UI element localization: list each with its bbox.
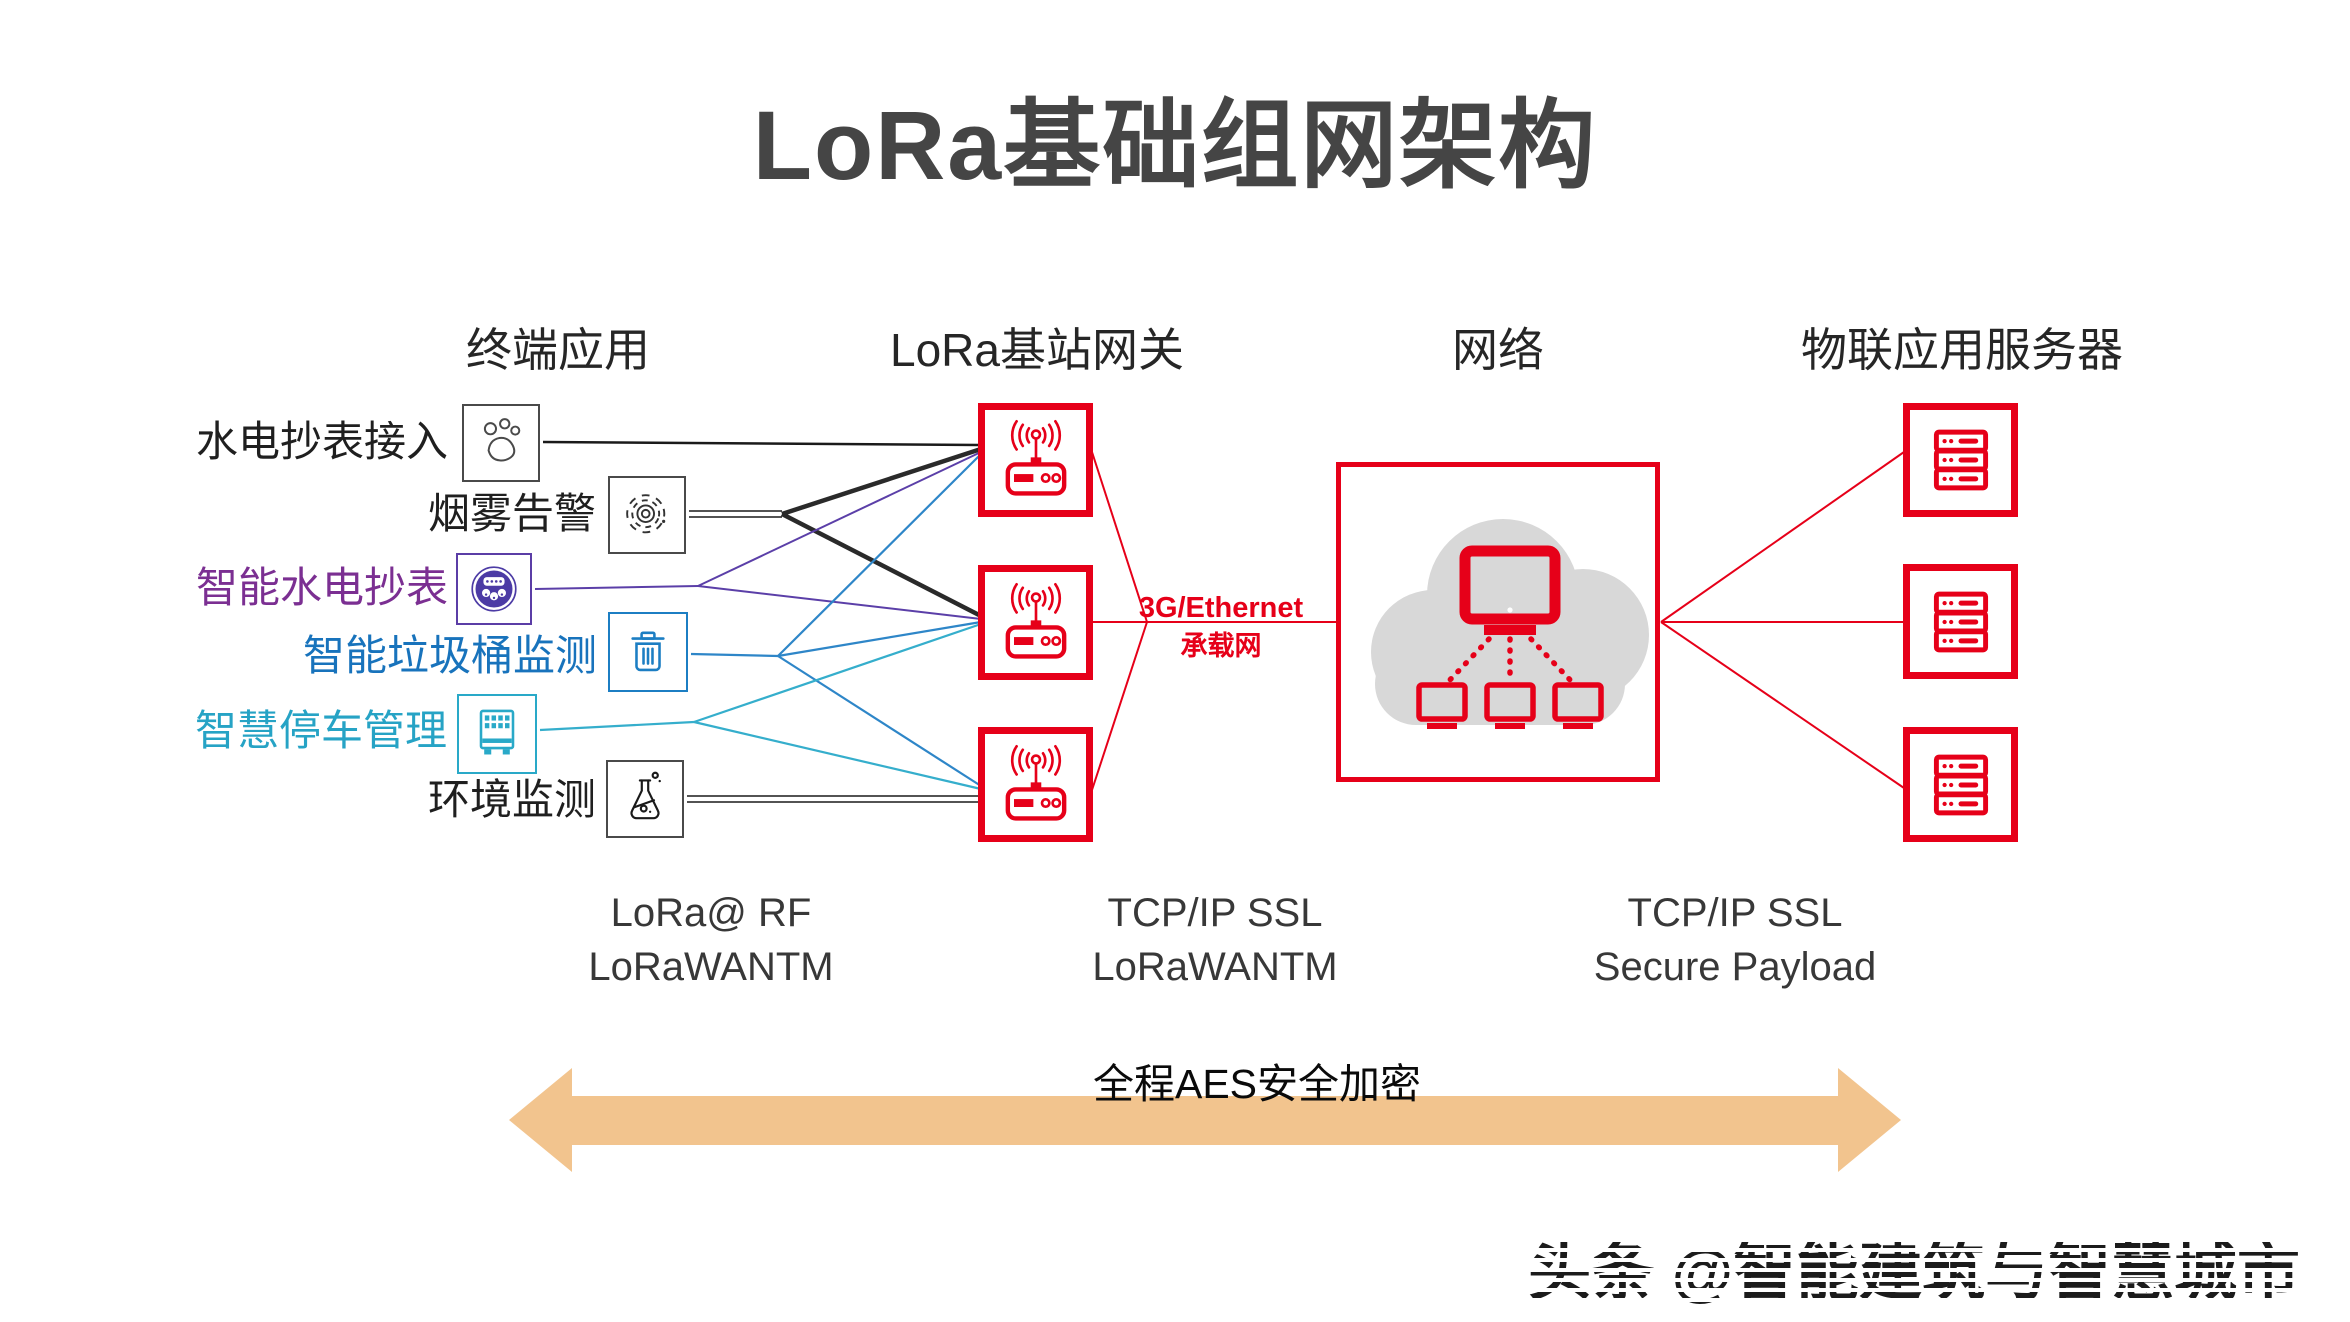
protocol-line1: LoRa@ RF [610, 891, 812, 935]
protocol-line2: Secure Payload [1593, 945, 1877, 989]
device-icon-box-parking [457, 694, 537, 774]
network-topology-icon [1416, 545, 1604, 729]
server-box-2 [1903, 564, 2018, 679]
server-rack-icon [1933, 429, 1988, 491]
column-header-gateway: LoRa基站网关 [890, 324, 1184, 376]
page-title: LoRa基础组网架构 [752, 91, 1598, 200]
smoke-sensor-icon [626, 494, 666, 534]
device-label-smart-meter: 智能水电抄表 [195, 564, 448, 611]
trash-bin-icon [631, 631, 665, 672]
device-icon-box-env-monitor [606, 760, 684, 838]
device-label-parking: 智慧停车管理 [194, 707, 447, 754]
device-label-smoke-alarm: 烟雾告警 [427, 490, 596, 537]
flask-icon [630, 771, 661, 820]
device-label-trash-monitor: 智能垃圾桶监测 [302, 632, 597, 679]
gateway-router-icon [1005, 744, 1066, 821]
protocol-line2: LoRaWANTM [1092, 945, 1338, 989]
column-header-server: 物联应用服务器 [1801, 324, 2123, 376]
gateway-box-2 [978, 565, 1093, 680]
network-cloud-box [1336, 462, 1660, 782]
gateway-box-3 [978, 727, 1093, 842]
protocol-label-lora: LoRa@ RF LoRaWANTM [461, 886, 961, 994]
parking-meter-icon [479, 709, 515, 755]
column-header-terminal: 终端应用 [466, 324, 650, 376]
device-icon-box-smart-meter [456, 553, 532, 625]
device-icon-box-smoke-alarm [608, 476, 686, 554]
cloud-icon [1371, 519, 1649, 729]
gateway-box-1 [978, 403, 1093, 517]
gateway-router-icon [1005, 419, 1066, 496]
server-box-3 [1903, 727, 2018, 842]
protocol-label-tcpip-lorawan: TCP/IP SSL LoRaWANTM [965, 886, 1465, 994]
aes-label: 全程AES安全加密 [1092, 1061, 1422, 1107]
carrier-label-line1: 3G/Ethernet [1138, 592, 1304, 624]
watermark: 头条 @智能建筑与智慧城市 [1528, 1238, 2300, 1308]
device-label-meter-access: 水电抄表接入 [195, 418, 448, 465]
device-icon-box-trash-monitor [608, 612, 688, 692]
server-box-1 [1903, 403, 2018, 517]
device-label-env-monitor: 环境监测 [427, 776, 596, 823]
server-rack-icon [1933, 754, 1988, 815]
protocol-line1: TCP/IP SSL [1627, 891, 1843, 935]
device-icon-box-meter-access [462, 404, 540, 482]
protocol-line2: LoRaWANTM [588, 945, 834, 989]
gateway-router-icon [1005, 582, 1066, 659]
carrier-label-line2: 承载网 [1180, 631, 1262, 661]
protocol-label-tcpip-secure: TCP/IP SSL Secure Payload [1485, 886, 1985, 994]
server-rack-icon [1933, 591, 1988, 652]
column-header-network: 网络 [1452, 324, 1544, 376]
paw-icon [483, 418, 521, 462]
smart-meter-icon [471, 566, 517, 612]
protocol-line1: TCP/IP SSL [1107, 891, 1323, 935]
